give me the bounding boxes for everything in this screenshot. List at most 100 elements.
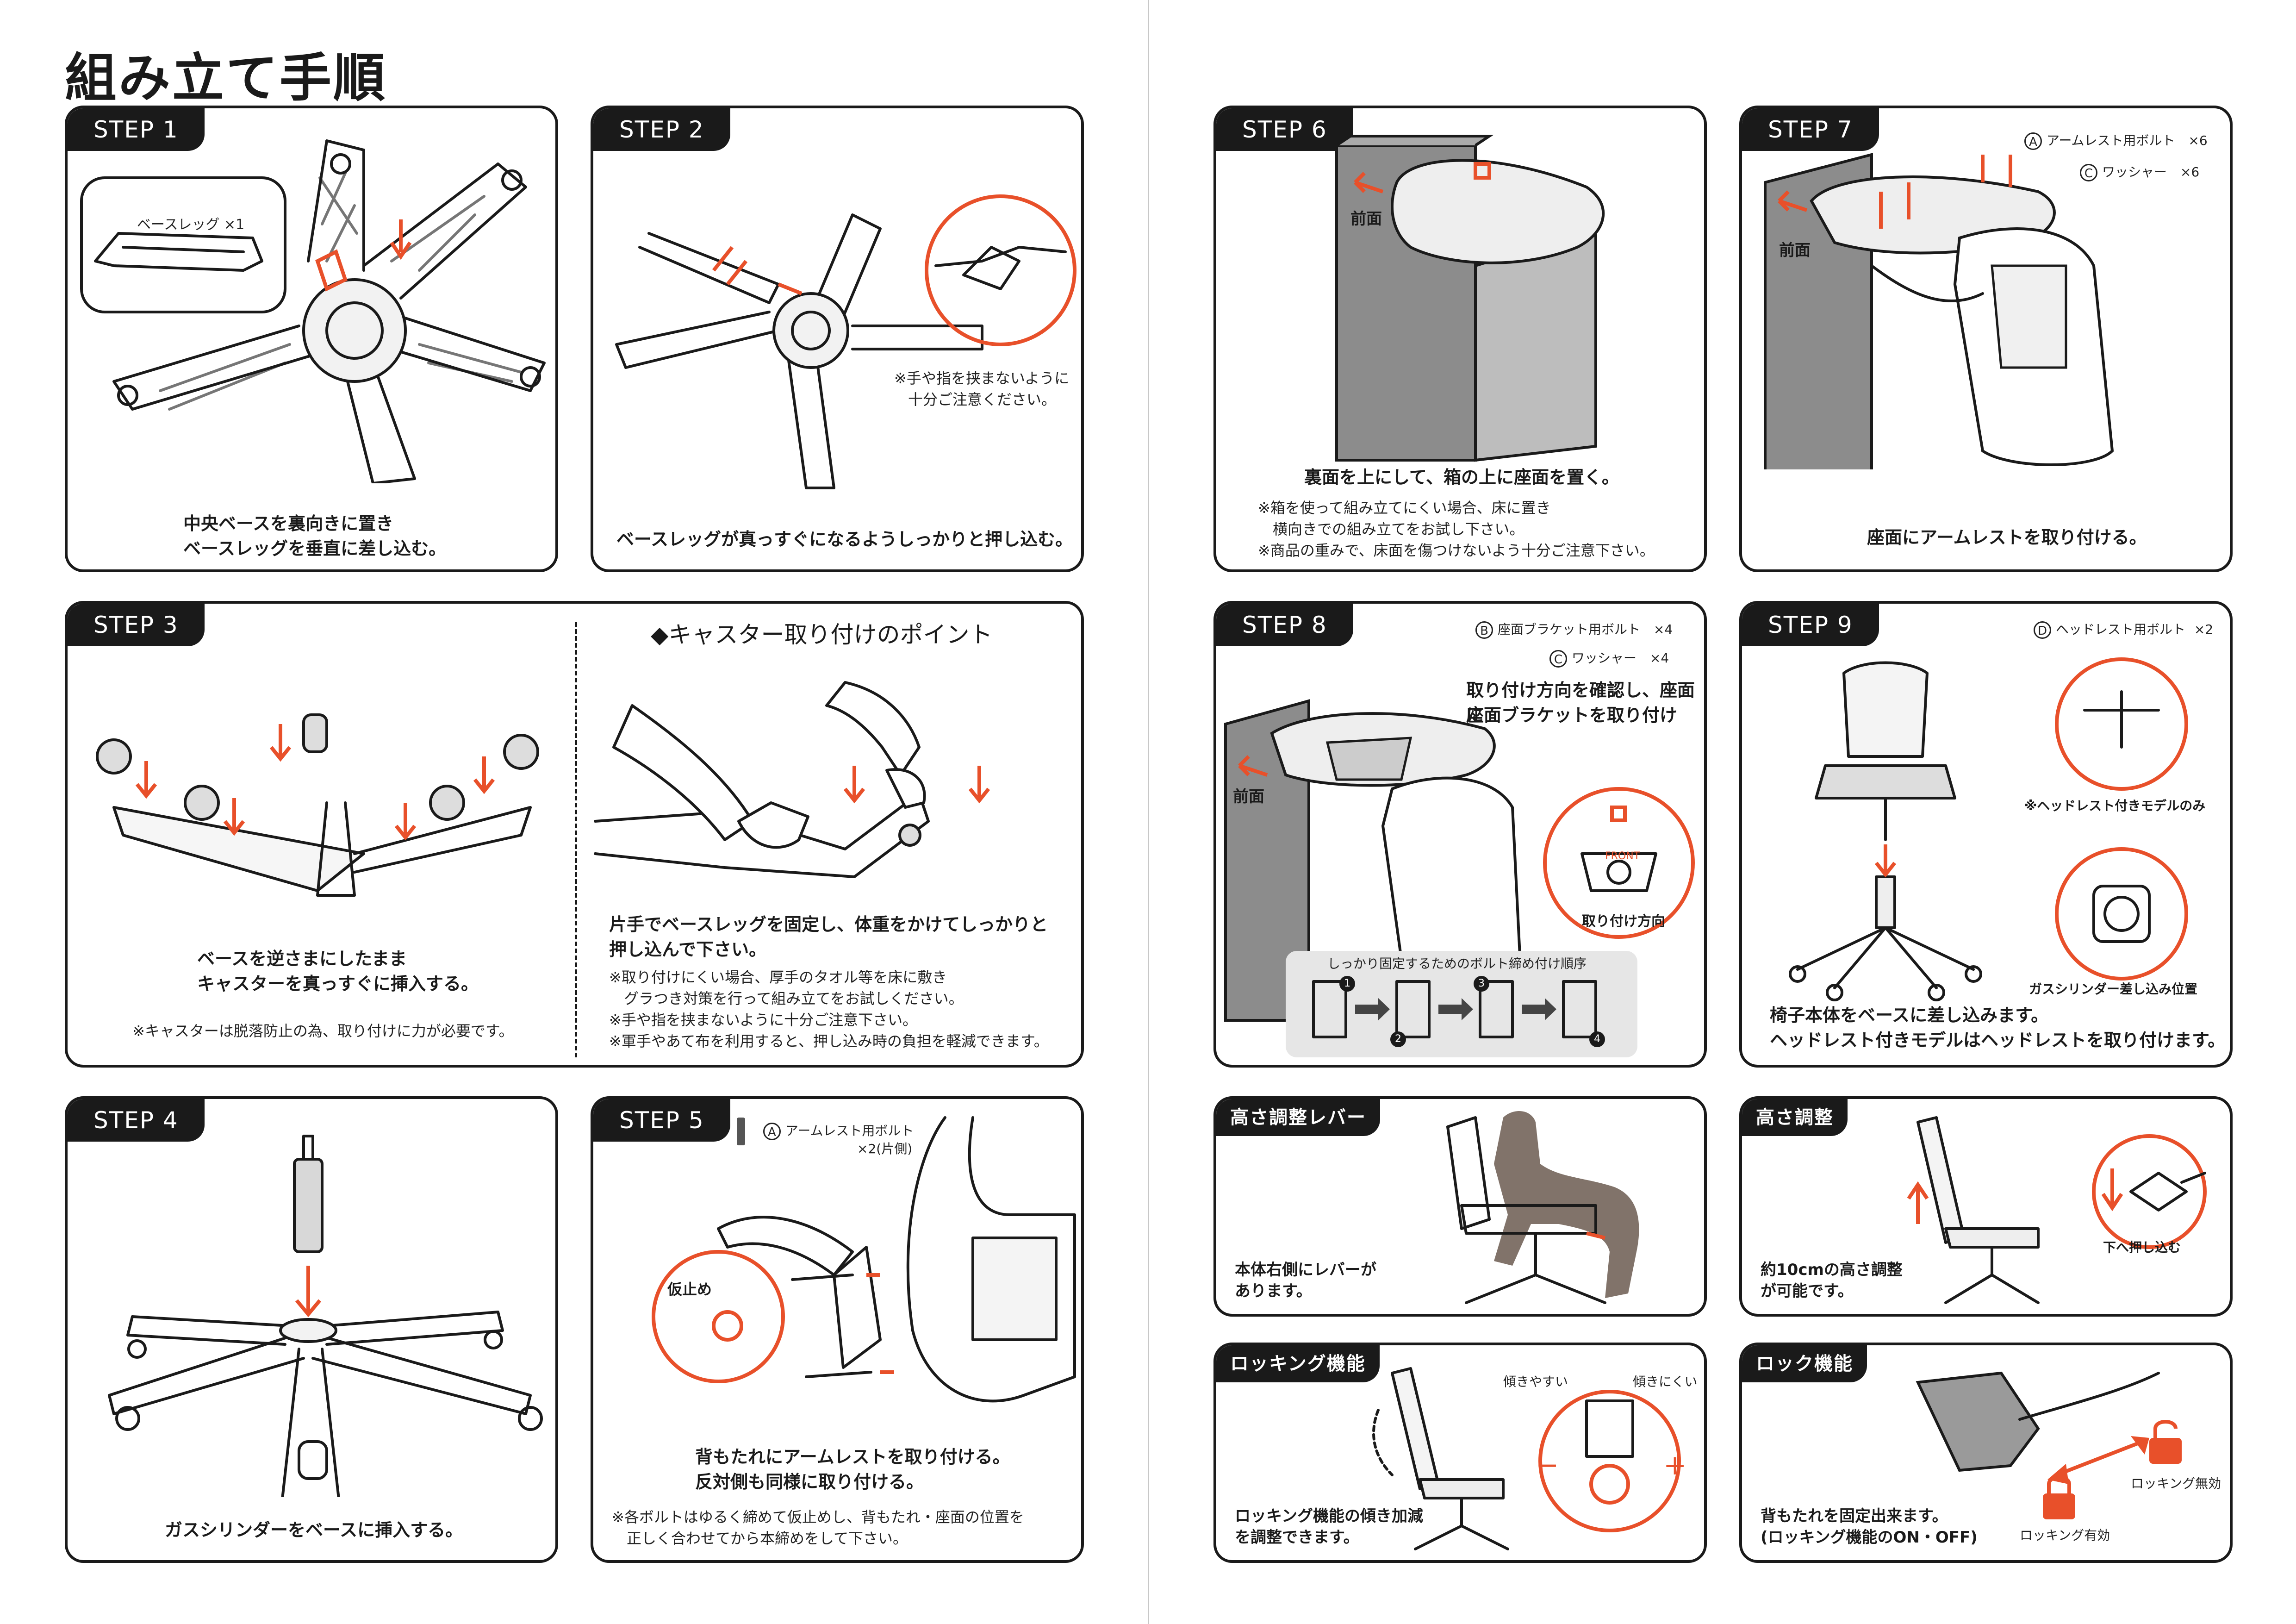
step7-part-a-badge: A — [2024, 132, 2042, 150]
rocking-caption-line2: を調整できます。 — [1235, 1528, 1359, 1547]
step5-callout: 仮止め — [667, 1280, 712, 1298]
step8-front-mark: FRONT — [1605, 850, 1640, 862]
lock-disabled-icon — [2149, 1420, 2182, 1464]
step8-illustration — [1224, 699, 1695, 1022]
step5-illustration — [652, 1116, 1076, 1403]
step9-illustration — [1789, 657, 2188, 1001]
step8-caption-line1: 取り付け方向を確認し、座面に — [1466, 680, 1695, 725]
step2-warn-line1: ※手や指を挟まないように — [894, 369, 1070, 387]
step8-tab: STEP 8 — [1216, 604, 1353, 646]
step6-note-2: 横向きでの組み立てをお試し下さい。 — [1258, 520, 1524, 538]
step3-caption-line2: キャスターを真っすぐに挿入する。 — [197, 974, 479, 994]
lever-illustration — [1446, 1111, 1639, 1304]
step3-point-illustration — [594, 681, 990, 878]
step2-caption: ベースレッグが真っすぐになるようしっかりと押し込む。 — [616, 529, 1073, 550]
height-push-label: 下へ押し込む — [2103, 1240, 2181, 1255]
step8-part-c-name: ワッシャー — [1572, 650, 1637, 666]
step4-panel: STEP 4 ガスシリンダーをベースに挿入する。 — [65, 1096, 558, 1563]
step6-note-3: ※商品の重みで、床面を傷つけないよう十分ご注意下さい。 — [1258, 542, 1655, 559]
step2-warn-line2: 十分ご注意ください。 — [908, 391, 1057, 408]
step8-part-c: C ワッシャー ×4 — [1549, 649, 1669, 668]
lock-caption-line1: 背もたれを固定出来ます。 — [1761, 1507, 1948, 1525]
step5-tab: STEP 5 — [593, 1099, 730, 1142]
step5-note-line1: ※各ボルトはゆるく締めて仮止めし、背もたれ・座面の位置を — [612, 1508, 1024, 1526]
step8-part-c-qty: ×4 — [1649, 650, 1669, 666]
step7-part-a-name: アームレスト用ボルト — [2047, 133, 2175, 148]
step8-order-3: 3 — [1474, 976, 1489, 992]
step3-point-note-4: ※軍手やあて布を利用すると、押し込み時の負担を軽減できます。 — [609, 1032, 1049, 1050]
lock-panel: ロック機能 ロッキング無効 ロッキング有効 背もたれを固定出来ます。 (ロッキン… — [1739, 1343, 2233, 1563]
step8-front-label: 前面 — [1233, 787, 1264, 806]
page-title: 組み立て手順 — [65, 48, 387, 108]
step8-direction-label: 取り付け方向 — [1582, 913, 1665, 930]
step1-illustration — [80, 139, 546, 483]
step7-front-label: 前面 — [1779, 241, 1811, 260]
step9-tab: STEP 9 — [1742, 604, 1879, 646]
height-panel: 高さ調整 下へ押し込む 約10cmの高さ調整 が可能です。 — [1739, 1096, 2233, 1317]
step4-tab: STEP 4 — [68, 1099, 205, 1142]
step3-panel: STEP 3 ベースを逆さまにしたまま キャスターを真っすぐに挿入する。 ※キャ… — [65, 601, 1084, 1068]
lock-enabled-icon — [2043, 1475, 2075, 1519]
step9-caption-line1: 椅子本体をベースに差し込みます。 — [1770, 1005, 2049, 1025]
step8-order-1: 1 — [1339, 976, 1355, 992]
step2-panel: STEP 2 ※手や指を挟まないように 十分ご注意ください。 ベースレッグが真っ… — [591, 106, 1084, 572]
step6-caption: 裏面を上にして、箱の上に座面を置く。 — [1304, 467, 1619, 487]
step9-headrest-note: ※ヘッドレスト付きモデルのみ — [2024, 798, 2206, 813]
rocking-easy-label: 傾きやすい — [1503, 1374, 1568, 1389]
step7-part-a-qty: ×6 — [2188, 133, 2208, 148]
step4-caption: ガスシリンダーをベースに挿入する。 — [165, 1520, 463, 1540]
step5-part-bolt-icon — [737, 1118, 745, 1145]
step1-panel: STEP 1 ベースレッグ ×1 中央ベースを裏向きに置き ベースレッグを垂直に… — [65, 106, 558, 572]
step7-illustration — [1764, 153, 2114, 469]
page-divider — [1148, 0, 1149, 1624]
step3-note: ※キャスターは脱落防止の為、取り付けに力が必要です。 — [132, 1022, 514, 1040]
lock-tab: ロック機能 — [1742, 1345, 1867, 1382]
step5-caption-line2: 反対側も同様に取り付ける。 — [695, 1472, 924, 1492]
step5-caption-line1: 背もたれにアームレストを取り付ける。 — [695, 1447, 1010, 1467]
step6-illustration — [1335, 135, 1605, 462]
lock-illustration — [1916, 1371, 2182, 1519]
step4-illustration — [108, 1135, 543, 1497]
step8-part-b-badge: B — [1475, 621, 1493, 639]
step2-tab: STEP 2 — [593, 108, 730, 151]
step8-panel: STEP 8 B 座面ブラケット用ボルト ×4 C ワッシャー ×4 取り付け方向を… — [1213, 601, 1707, 1068]
step3-point-note-1: ※取り付けにくい場合、厚手のタオル等を床に敷き — [609, 968, 947, 986]
step3-point-title: ◆キャスター取り付けのポイント — [651, 621, 993, 648]
step3-divider — [575, 622, 577, 1057]
rocking-tab: ロッキング機能 — [1216, 1345, 1380, 1382]
step7-part-c-badge: C — [2080, 164, 2097, 181]
step7-part-c-name: ワッシャー — [2102, 164, 2167, 180]
step8-part-c-badge: C — [1549, 650, 1567, 668]
step5-part-badge: A — [763, 1123, 781, 1140]
step1-tab: STEP 1 — [68, 108, 205, 151]
step3-point-note-2: グラつき対策を行って組み立てをお試しください。 — [609, 990, 964, 1007]
lever-tab: 高さ調整レバー — [1216, 1099, 1380, 1136]
step1-part-label: ベースレッグ ×1 — [137, 217, 245, 233]
step8-part-b-name: 座面ブラケット用ボルト — [1498, 622, 1641, 637]
rocking-hard-label: 傾きにくい — [1633, 1374, 1698, 1389]
step6-note-1: ※箱を使って組み立てにくい場合、床に置き — [1258, 499, 1551, 517]
lever-panel: 高さ調整レバー 本体右側にレバーが あります。 — [1213, 1096, 1707, 1317]
step3-tab: STEP 3 — [68, 604, 205, 646]
step3-point-note-3: ※手や指を挟まないように十分ご注意下さい。 — [609, 1011, 918, 1029]
step9-part-d-qty: ×2 — [2194, 622, 2214, 637]
step8-part-b-qty: ×4 — [1653, 622, 1673, 637]
step2-illustration — [615, 194, 1076, 489]
step7-part-c-qty: ×6 — [2180, 164, 2200, 180]
step3-illustration — [96, 713, 539, 897]
step3-point-caption-line2: 押し込んで下さい。 — [609, 939, 767, 960]
rocking-plus: + — [1663, 1449, 1687, 1481]
lock-caption-line2: (ロッキング機能のON・OFF) — [1761, 1528, 1978, 1547]
step5-part-qty: ×2(片側) — [857, 1141, 913, 1156]
step7-part-a: A アームレスト用ボルト ×6 — [2024, 131, 2208, 150]
step7-tab: STEP 7 — [1742, 108, 1879, 151]
height-caption-line2: が可能です。 — [1761, 1282, 1854, 1300]
step9-caption-line2: ヘッドレスト付きモデルはヘッドレストを取り付けます。 — [1770, 1030, 2226, 1050]
step8-order-box: しっかり固定するためのボルト締め付け順序 1 2 3 4 — [1286, 951, 1637, 1057]
lever-caption-line1: 本体右側にレバーが — [1235, 1261, 1376, 1279]
step1-caption-line1: 中央ベースを裏向きに置き — [183, 513, 394, 534]
